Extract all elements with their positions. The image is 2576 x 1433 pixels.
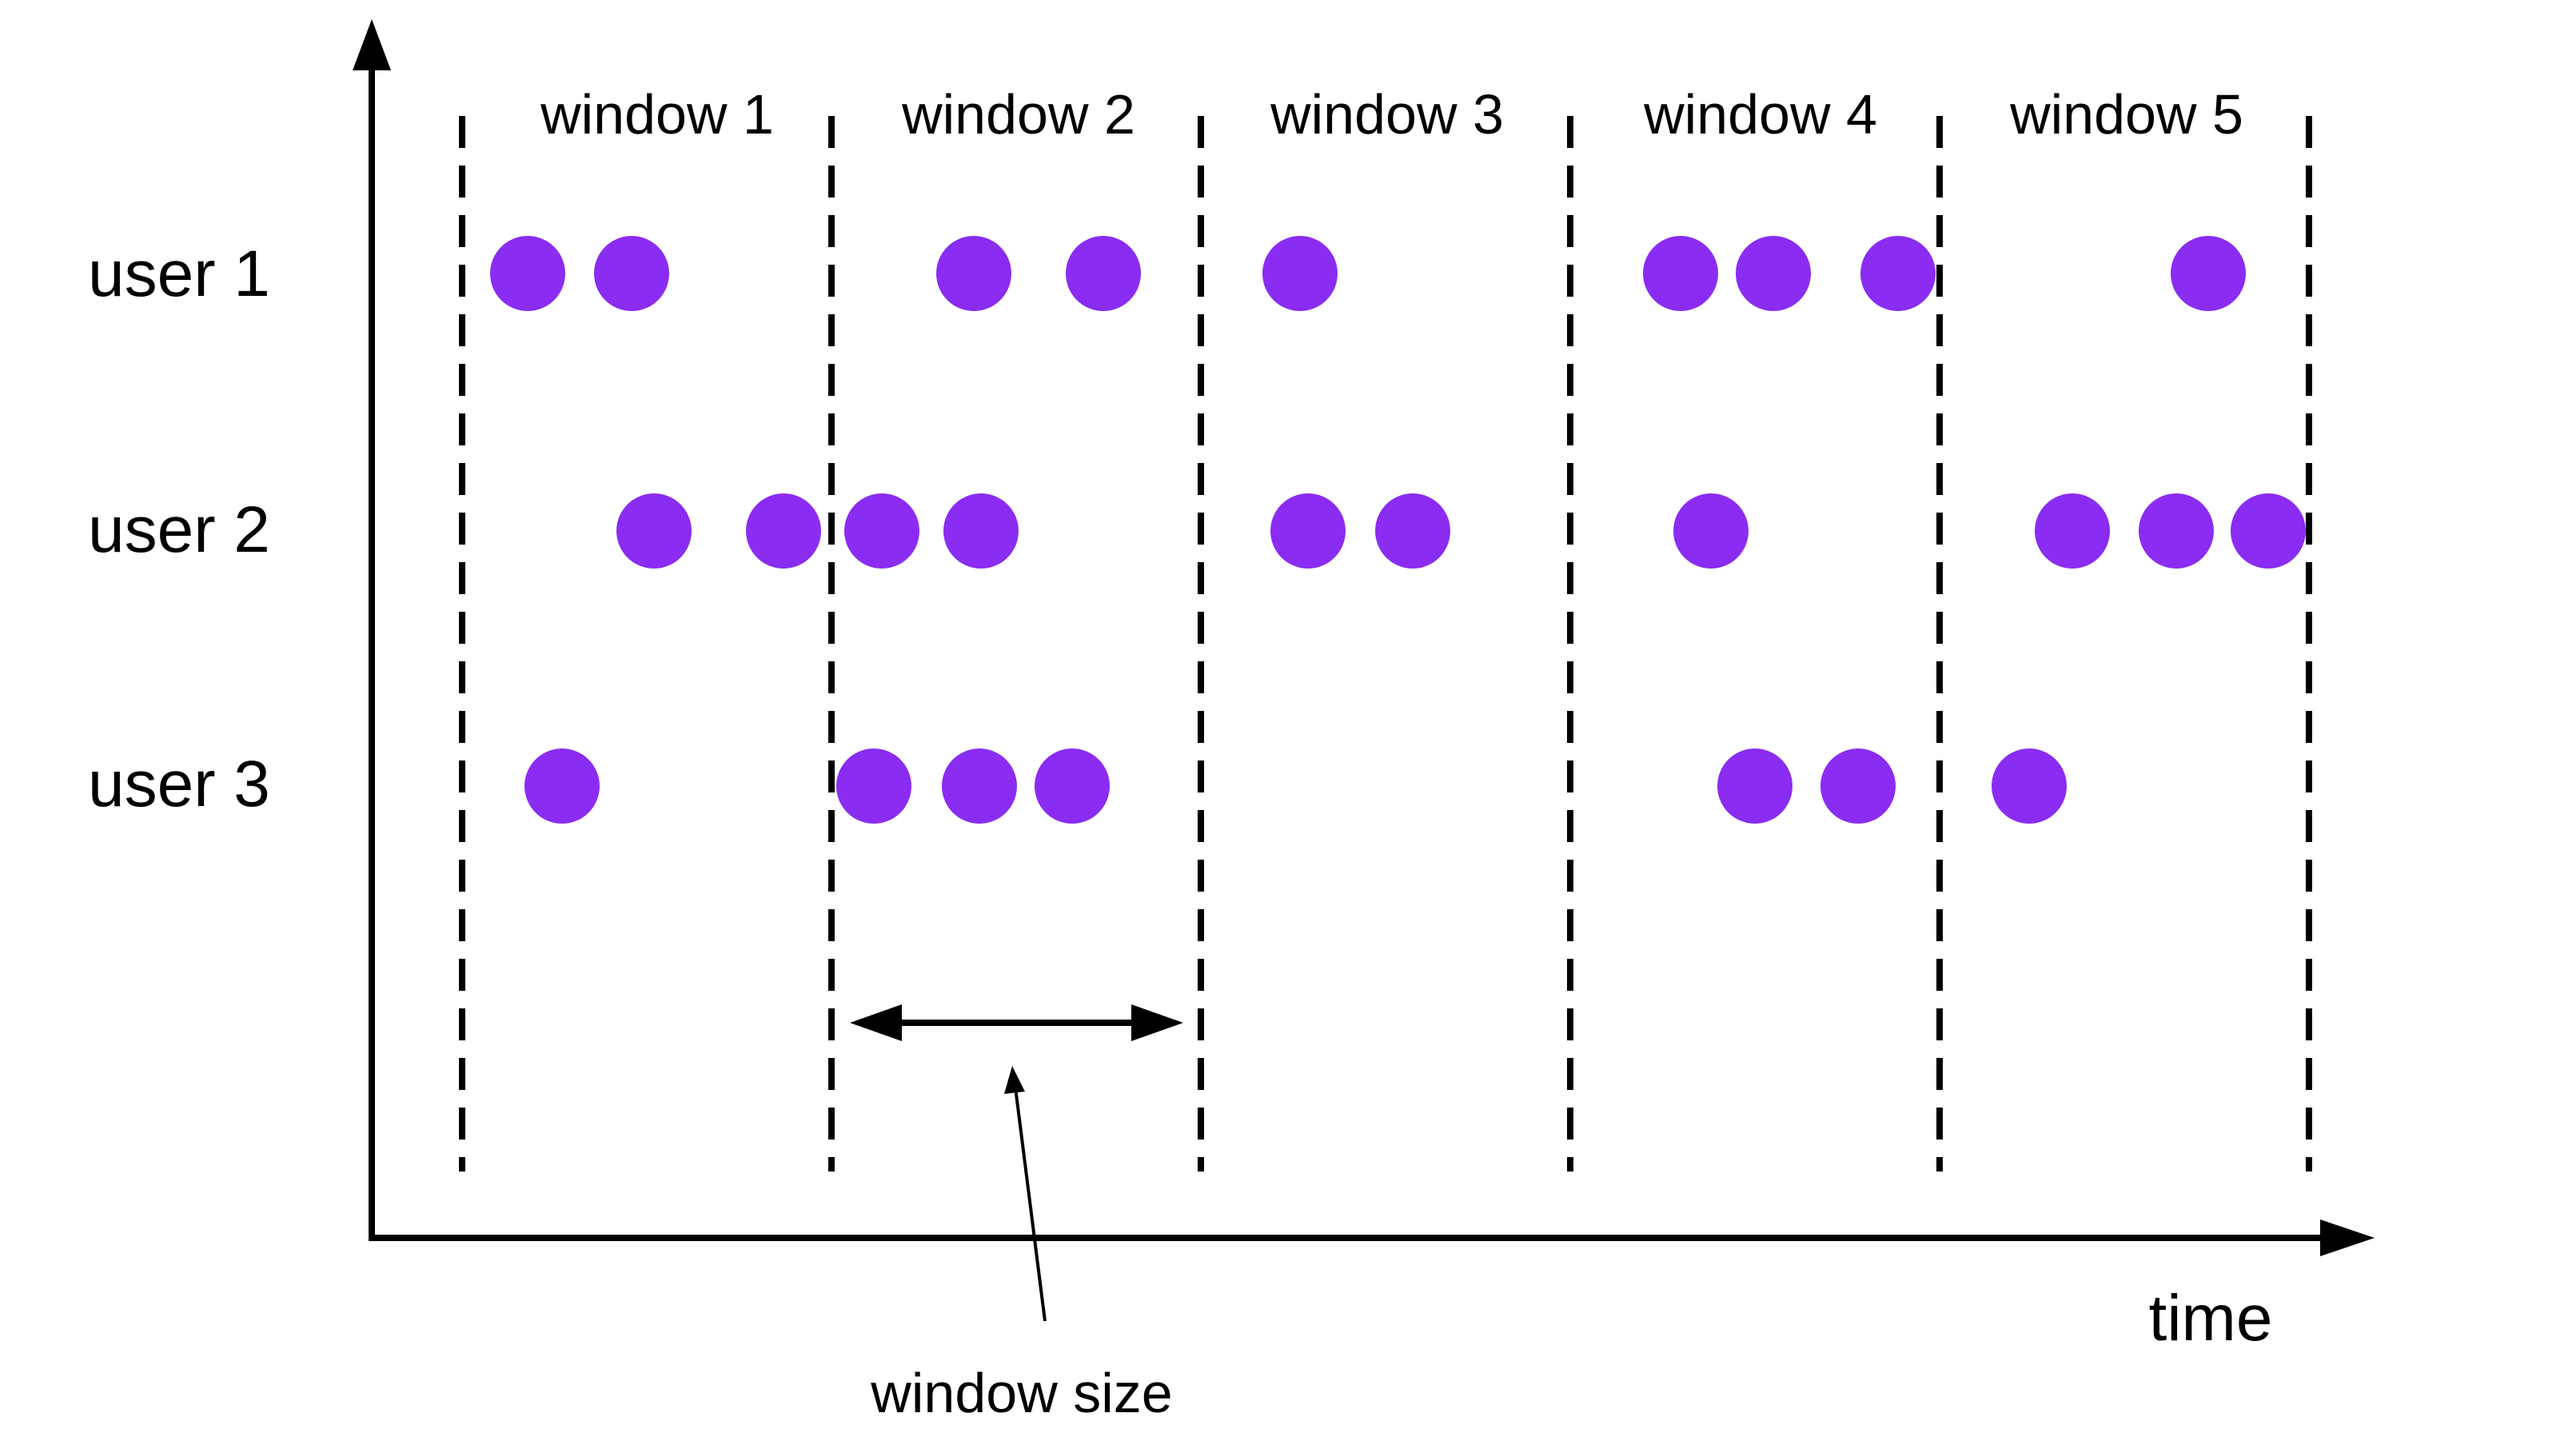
event-dot <box>1375 493 1450 569</box>
event-dot <box>1673 493 1749 569</box>
axes: time <box>353 19 2375 1355</box>
event-dot <box>844 493 919 569</box>
event-dot <box>1860 236 1936 311</box>
user-label-1: user 1 <box>88 238 270 310</box>
window-size-annotation: window size <box>850 1004 1183 1424</box>
event-dot <box>1262 236 1338 311</box>
event-dot <box>2171 236 2246 311</box>
window-size-pointer-line <box>1014 1087 1047 1322</box>
event-dot <box>1643 236 1718 311</box>
window-label-5: window 5 <box>2009 83 2243 146</box>
window-label-1: window 1 <box>540 83 774 146</box>
window-size-label: window size <box>870 1362 1172 1424</box>
event-dot <box>836 748 911 824</box>
event-dot <box>1270 493 1346 569</box>
window-label-2: window 2 <box>901 83 1135 146</box>
event-dot <box>524 748 600 824</box>
y-axis-arrowhead <box>353 19 391 70</box>
event-dot <box>746 493 821 569</box>
user-label-2: user 2 <box>88 493 270 566</box>
event-dots <box>490 236 2306 824</box>
event-dot <box>594 236 669 311</box>
event-dot <box>490 236 565 311</box>
window-boundaries <box>459 116 2312 1172</box>
event-dot <box>1035 748 1110 824</box>
event-dot <box>943 493 1019 569</box>
user-labels: user 1 user 2 user 3 <box>88 238 270 820</box>
event-dot <box>942 748 1017 824</box>
event-dot <box>2139 493 2214 569</box>
event-dot <box>1066 236 1141 311</box>
event-dot <box>1820 748 1896 824</box>
window-size-arrowhead-left <box>850 1004 902 1041</box>
event-dot <box>1992 748 2067 824</box>
window-size-pointer-head <box>1004 1066 1025 1094</box>
event-dot <box>1717 748 1792 824</box>
user-label-3: user 3 <box>88 748 270 820</box>
event-dot <box>2231 493 2306 569</box>
window-label-4: window 4 <box>1643 83 1877 146</box>
window-size-arrowhead-right <box>1131 1004 1183 1041</box>
event-dot <box>936 236 1011 311</box>
event-dot <box>2035 493 2110 569</box>
window-labels: window 1 window 2 window 3 window 4 wind… <box>540 83 2243 146</box>
event-dot <box>1736 236 1811 311</box>
x-axis-arrowhead <box>2320 1219 2375 1256</box>
event-dot <box>616 493 692 569</box>
window-label-3: window 3 <box>1270 83 1504 146</box>
x-axis-label: time <box>2149 1282 2273 1355</box>
